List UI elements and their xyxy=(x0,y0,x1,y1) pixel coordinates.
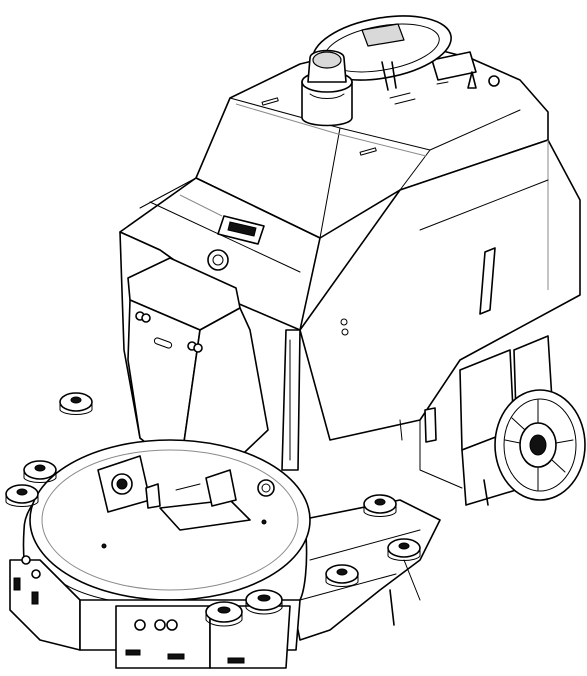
castor-wheel xyxy=(387,538,421,561)
steering-wheel xyxy=(312,15,452,91)
beacon-light xyxy=(301,49,353,127)
castor-wheel xyxy=(363,494,397,517)
castor-wheel xyxy=(23,460,57,483)
castor-wheel xyxy=(205,601,243,627)
castor-wheel xyxy=(59,392,93,415)
rear-body xyxy=(195,39,581,441)
rear-wheel xyxy=(494,389,586,501)
castor-wheel xyxy=(245,589,283,615)
castor-wheel xyxy=(325,564,359,587)
front-controls xyxy=(97,455,275,531)
castor-wheel xyxy=(5,484,39,507)
bumper-wheels xyxy=(5,392,421,627)
front-tower xyxy=(119,231,349,471)
